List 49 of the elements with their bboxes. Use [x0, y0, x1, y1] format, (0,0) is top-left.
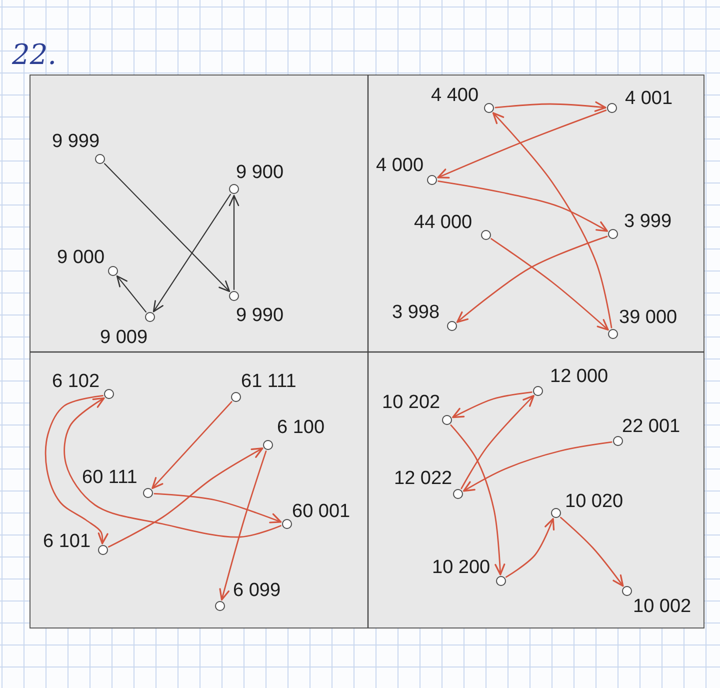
arrow: [152, 194, 231, 312]
arrow: [460, 395, 534, 490]
arrow: [450, 424, 506, 576]
arrow: [104, 163, 230, 292]
arrow: [492, 112, 612, 328]
number-label: 3 998: [392, 303, 440, 323]
arrow: [228, 194, 240, 290]
number-label: 6 099: [233, 581, 281, 601]
arrow: [154, 492, 282, 524]
arrow: [505, 518, 555, 578]
number-label: 6 101: [43, 532, 91, 552]
arrow: [44, 394, 108, 544]
arrow: [490, 238, 609, 331]
arrow: [452, 391, 532, 418]
number-label: 4 001: [625, 89, 673, 109]
arrow: [219, 450, 267, 601]
number-label: 44 000: [414, 213, 472, 233]
arrow: [152, 401, 232, 489]
number-label: 22 001: [622, 417, 680, 437]
number-label: 9 900: [236, 163, 284, 183]
number-label: 10 200: [432, 558, 490, 578]
arrow: [494, 101, 606, 112]
arrow: [456, 236, 608, 323]
arrow: [560, 516, 624, 587]
arrow: [64, 397, 282, 538]
number-label: 4 400: [431, 86, 479, 106]
number-label: 60 001: [292, 502, 350, 522]
arrow: [116, 275, 146, 312]
number-label: 12 000: [550, 367, 608, 387]
exercise-number: 22.: [12, 40, 57, 70]
number-label: 10 020: [565, 492, 624, 512]
number-label: 6 100: [277, 418, 325, 438]
arrow: [462, 441, 612, 492]
number-label: 10 002: [633, 597, 692, 617]
number-label: 9 990: [236, 306, 284, 326]
number-label: 3 999: [624, 212, 672, 232]
number-label: 61 111: [241, 372, 296, 392]
arrow: [438, 180, 608, 232]
number-label: 6 102: [52, 372, 100, 392]
number-label: 4 000: [376, 156, 424, 176]
number-label: 9 000: [57, 248, 105, 268]
number-label: 60 111: [82, 468, 138, 488]
number-label: 9 999: [52, 132, 100, 152]
number-label: 10 202: [382, 393, 440, 413]
arrow: [437, 110, 607, 178]
number-label: 12 022: [394, 469, 452, 489]
arrow: [108, 448, 264, 548]
number-label: 9 009: [100, 328, 148, 348]
number-label: 39 000: [619, 308, 678, 328]
